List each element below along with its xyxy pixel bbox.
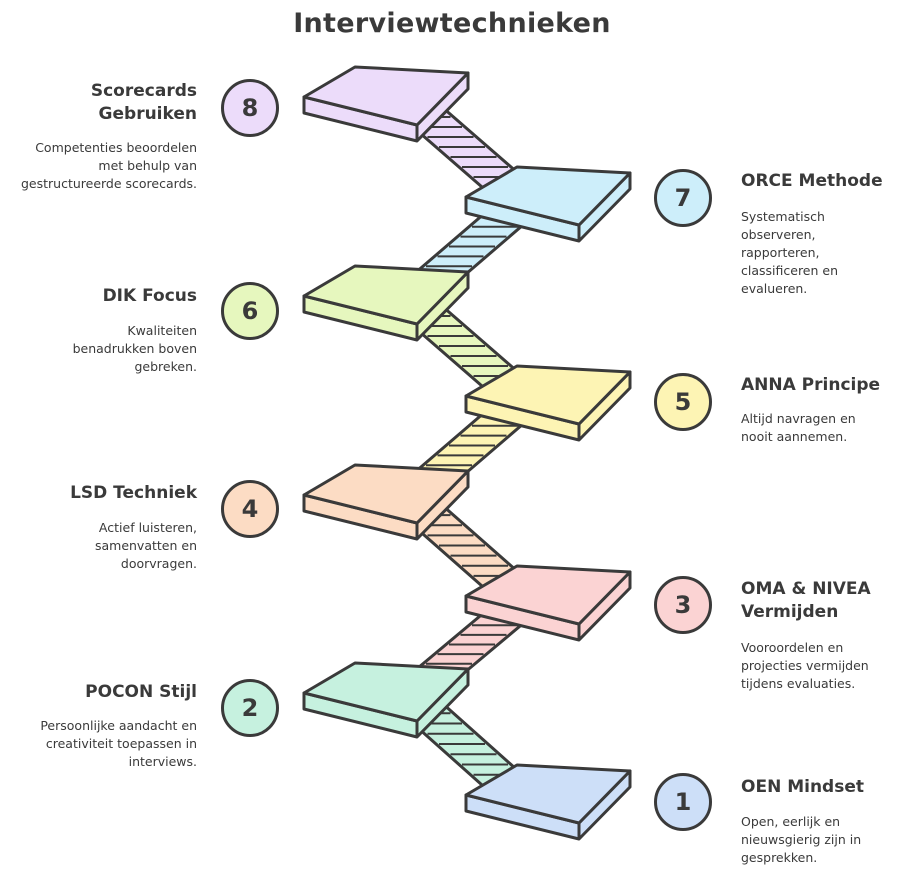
step-number-8-label: 8: [241, 94, 259, 122]
step-number-3-label: 3: [674, 591, 692, 619]
step-title-4: LSD Techniek: [70, 483, 197, 503]
step-number-1: 1: [654, 773, 712, 831]
step-number-5-label: 5: [674, 388, 692, 416]
step-title-1: OEN Mindset: [741, 777, 865, 797]
platform-8-top: [302, 65, 470, 127]
step-desc-4: Actief luisteren, samenvatten en doorvra…: [94, 520, 197, 571]
platform-4-top: [302, 463, 470, 525]
platform-7-top: [464, 165, 632, 227]
platform-1-top: [464, 763, 632, 825]
platform-5-top: [464, 364, 632, 426]
step-number-6-label: 6: [241, 297, 259, 325]
step-number-1-label: 1: [674, 788, 692, 816]
step-desc-3: Vooroordelen en projecties vermijden tij…: [741, 640, 869, 691]
step-title-2: POCON Stijl: [85, 682, 197, 702]
step-desc-2: Persoonlijke aandacht en creativiteit to…: [40, 718, 197, 769]
step-desc-5: Altijd navragen en nooit aannemen.: [741, 411, 856, 444]
step-desc-7: Systematisch observeren, rapporteren, cl…: [741, 209, 839, 296]
step-desc-8: Competenties beoordelen met behulp van g…: [20, 140, 197, 191]
step-desc-1: Open, eerlijk en nieuwsgierig zijn in ge…: [741, 814, 862, 865]
step-title-3: OMA & NIVEA Vermijden: [741, 579, 871, 622]
step-number-7-label: 7: [674, 184, 692, 212]
step-desc-6: Kwaliteiten benadrukken boven gebreken.: [72, 323, 197, 374]
step-title-6: DIK Focus: [102, 286, 197, 306]
step-number-2: 2: [221, 679, 279, 737]
step-number-3: 3: [654, 576, 712, 634]
step-number-5: 5: [654, 373, 712, 431]
diagram-title: Interviewtechnieken: [293, 8, 611, 39]
step-number-8: 8: [221, 79, 279, 137]
platform-2-top: [302, 661, 470, 723]
step-number-6: 6: [221, 282, 279, 340]
step-number-4-label: 4: [241, 495, 259, 523]
platform-6-top: [302, 264, 470, 326]
step-number-7: 7: [654, 169, 712, 227]
step-title-7: ORCE Methode: [741, 171, 883, 191]
step-title-5: ANNA Principe: [741, 375, 881, 395]
step-title-8: Scorecards Gebruiken: [90, 81, 197, 124]
platform-3-top: [464, 564, 632, 626]
step-number-4: 4: [221, 480, 279, 538]
step-number-2-label: 2: [241, 694, 259, 722]
